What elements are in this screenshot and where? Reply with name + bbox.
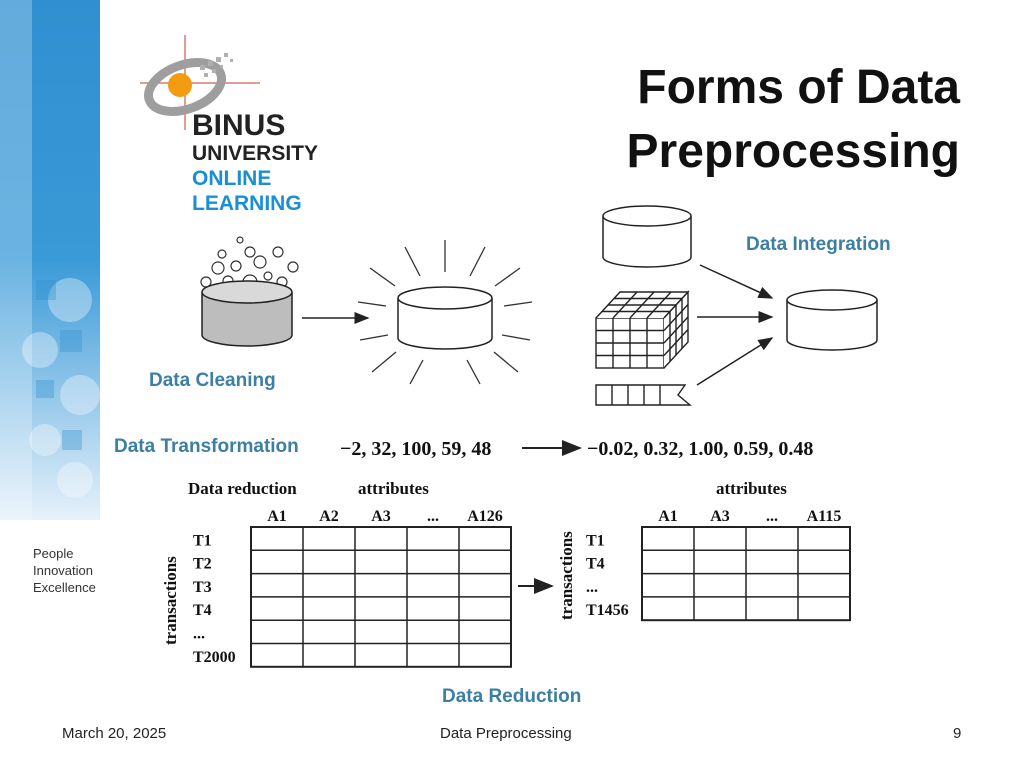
footer-page-number: 9	[953, 725, 962, 742]
reduction-heading: Data reduction	[188, 479, 297, 498]
right-table-column-header: ...	[766, 508, 778, 525]
right-table-row-label: T4	[586, 556, 605, 573]
label-data-cleaning: Data Cleaning	[149, 370, 276, 391]
tagline-line: People	[33, 546, 74, 561]
left-table-row-label: T2	[193, 556, 212, 573]
left-table-row-label: T3	[193, 579, 212, 596]
source-cube-icon	[595, 290, 690, 369]
logo-text-university: UNIVERSITY	[192, 142, 319, 165]
logo-text-online: ONLINE	[192, 167, 272, 190]
label-data-integration: Data Integration	[746, 234, 891, 255]
sidebar-decoration	[0, 0, 100, 520]
left-table-row-label: T4	[193, 602, 212, 619]
tagline-line: Innovation	[33, 563, 93, 578]
footer-date: March 20, 2025	[62, 725, 167, 742]
dirty-database-icon	[201, 280, 293, 347]
left-table-row-label: T1	[193, 532, 212, 549]
logo-text-learning: LEARNING	[192, 192, 302, 215]
left-table-column-header: A126	[467, 508, 503, 525]
transformation-before: −2, 32, 100, 59, 48	[340, 438, 491, 460]
source-database-icon	[602, 205, 692, 268]
right-table-column-header: A115	[807, 508, 842, 525]
left-table-column-header: A3	[371, 508, 391, 525]
tagline-line: Excellence	[33, 580, 96, 595]
left-table-column-header: A2	[319, 508, 339, 525]
label-data-reduction: Data Reduction	[442, 686, 582, 707]
slide-title: Forms of Data Preprocessing	[560, 56, 960, 184]
right-table-row-label: ...	[586, 579, 598, 596]
right-table-row-label: T1	[586, 532, 605, 549]
source-flatfile-icon	[595, 384, 692, 406]
left-table-column-header: ...	[427, 508, 439, 525]
right-attributes-label: attributes	[716, 479, 787, 498]
slide-title-line2: Preprocessing	[626, 125, 960, 178]
clean-database-icon	[397, 286, 493, 350]
binus-logo: BINUS UNIVERSITY ONLINE LEARNING	[140, 35, 340, 225]
right-table-row-label: T1456	[586, 602, 629, 619]
footer-title: Data Preprocessing	[440, 725, 572, 742]
logo-emblem-icon	[140, 35, 260, 130]
left-table-column-header: A1	[267, 508, 287, 525]
right-table-column-header: A1	[658, 508, 678, 525]
left-table-row-label: ...	[193, 626, 205, 643]
logo-text-binus: BINUS	[192, 109, 286, 142]
label-data-transformation: Data Transformation	[114, 436, 299, 457]
left-table-row-label: T2000	[193, 649, 236, 666]
tagline: People Innovation Excellence	[33, 545, 96, 596]
slide-title-line1: Forms of Data	[637, 61, 960, 114]
right-table-column-header: A3	[710, 508, 730, 525]
integration-arrows	[696, 264, 774, 386]
integrated-database-icon	[786, 289, 878, 351]
transformation-after: −0.02, 0.32, 1.00, 0.59, 0.48	[587, 438, 813, 460]
clean-data-rays-icon	[357, 240, 533, 385]
left-attributes-label: attributes	[358, 479, 429, 498]
left-transactions-label: transactions	[161, 556, 180, 645]
right-transactions-label: transactions	[557, 531, 576, 620]
